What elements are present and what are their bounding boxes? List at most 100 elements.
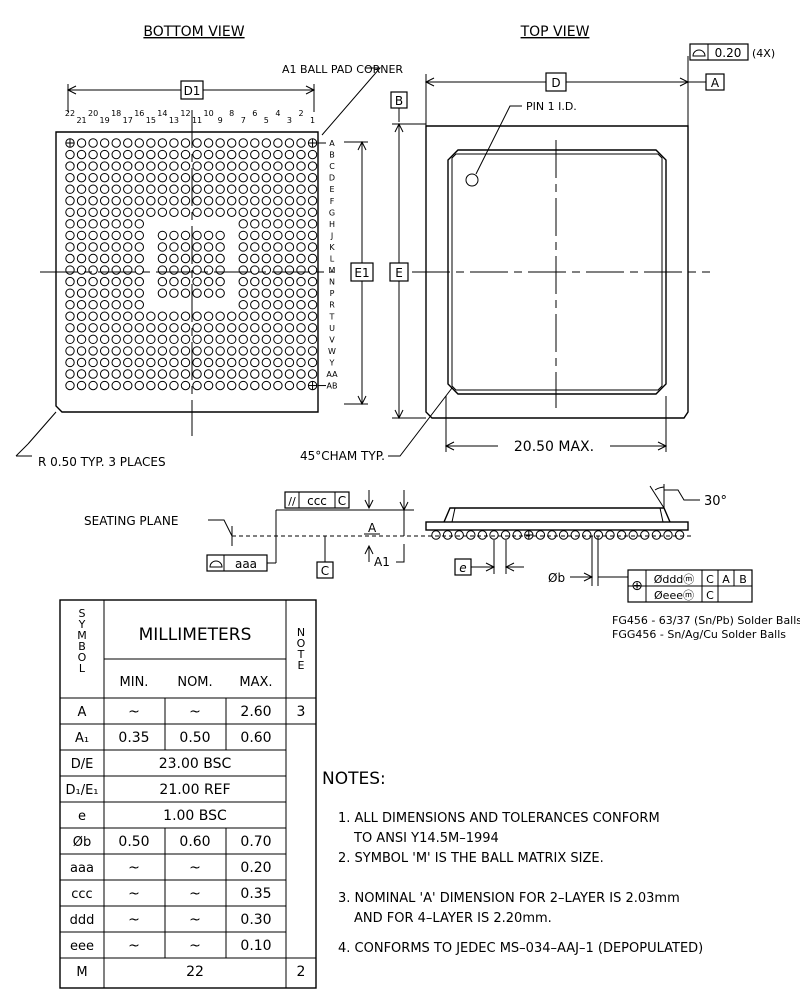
solder-ball: [273, 265, 283, 275]
solder-ball: [99, 161, 110, 171]
column-label: 13: [169, 116, 179, 125]
side-lid-inner-left: [451, 507, 456, 523]
side-solder-ball: [605, 530, 615, 540]
solder-ball: [273, 149, 283, 160]
solder-ball: [238, 311, 248, 321]
solder-ball: [65, 300, 75, 310]
solder-ball: [65, 230, 75, 241]
solder-ball: [99, 311, 110, 321]
solder-ball: [284, 253, 295, 264]
solder-ball: [261, 149, 272, 160]
solder-ball: [99, 207, 110, 218]
solder-ball: [250, 207, 260, 218]
solder-ball: [180, 149, 191, 160]
solder-ball: [111, 230, 121, 241]
solder-ball: [215, 288, 225, 298]
solder-ball: [157, 323, 168, 333]
solder-ball: [76, 149, 87, 160]
solder-ball: [134, 357, 145, 368]
side-solder-ball: [466, 530, 476, 540]
table-nom-value: 0.60: [179, 834, 210, 850]
dim-b-label: Øb: [548, 571, 565, 585]
column-label: 1: [310, 116, 315, 125]
position-datum-a: A: [722, 573, 730, 586]
solder-ball: [111, 207, 121, 218]
solder-ball: [76, 357, 87, 368]
solder-ball: [123, 184, 133, 194]
solder-ball: [88, 346, 98, 356]
solder-ball: [307, 323, 318, 333]
row-label: M: [329, 266, 336, 275]
table-nom-value: ~: [189, 886, 201, 902]
solder-ball: [307, 207, 318, 218]
parallelism-symbol: //: [288, 495, 296, 508]
solder-ball: [134, 219, 145, 229]
side-lid: [443, 507, 671, 523]
row-label: R: [329, 301, 335, 310]
solder-ball: [307, 172, 318, 183]
row-label: AA: [326, 370, 338, 379]
solder-ball: [215, 334, 225, 345]
solder-ball: [169, 346, 179, 356]
solder-ball: [65, 149, 75, 160]
solder-ball: [134, 334, 145, 345]
solder-ball: [215, 242, 225, 252]
solder-ball: [250, 334, 260, 345]
solder-ball: [203, 196, 214, 206]
side-solder-ball: [616, 530, 627, 540]
solder-ball: [296, 161, 306, 171]
solder-ball: [284, 230, 295, 241]
max-width-label-bg: [498, 436, 610, 454]
solder-ball: [146, 346, 156, 356]
solder-ball: [273, 334, 283, 345]
parallelism-ccc: ccc: [307, 494, 327, 508]
note-line: TO ANSI Y14.5M–1994: [353, 831, 499, 846]
solder-ball: [273, 380, 283, 391]
solder-ball: [99, 276, 110, 287]
solder-ball: [111, 149, 121, 160]
solder-ball: [227, 172, 237, 183]
solder-ball: [227, 334, 237, 345]
side-solder-ball: [489, 530, 499, 540]
solder-ball: [99, 300, 110, 310]
solder-ball: [238, 380, 248, 391]
solder-ball: [250, 369, 260, 379]
notes: NOTES: 1. ALL DIMENSIONS AND TOLERANCES …: [322, 769, 703, 956]
solder-ball: [111, 346, 121, 356]
solder-ball: [284, 288, 295, 298]
solder-ball: [215, 184, 225, 194]
solder-ball: [65, 196, 75, 206]
solder-ball: [123, 161, 133, 171]
solder-ball: [296, 357, 306, 368]
solder-ball: [227, 323, 237, 333]
solder-ball: [215, 276, 225, 287]
solder-ball: [88, 288, 98, 298]
solder-ball: [123, 276, 133, 287]
solder-ball: [203, 149, 214, 160]
row-label: H: [329, 220, 335, 229]
row-label: AB: [327, 382, 338, 391]
side-solder-ball: [570, 530, 580, 540]
solder-ball: [261, 334, 272, 345]
row-label: W: [328, 347, 336, 356]
column-label: 3: [287, 116, 292, 125]
solder-ball: [273, 346, 283, 356]
row-label: L: [330, 255, 335, 264]
solder-ball: [192, 265, 202, 275]
solder-note-1: FG456 - 63/37 (Sn/Pb) Solder Balls: [612, 614, 800, 627]
solder-ball: [273, 138, 283, 148]
note-header-letter: O: [297, 637, 306, 650]
solder-ball: [296, 253, 306, 264]
solder-ball: [76, 242, 87, 252]
solder-ball: [76, 346, 87, 356]
solder-ball: [123, 149, 133, 160]
symbol-header-letter: S: [79, 607, 86, 620]
solder-ball: [65, 253, 75, 264]
solder-ball: [238, 138, 248, 148]
solder-ball: [65, 334, 75, 345]
solder-ball: [180, 172, 191, 183]
solder-ball: [192, 276, 202, 287]
chamfer-note: 45°CHAM TYP.: [300, 449, 385, 463]
solder-ball: [180, 184, 191, 194]
solder-ball: [192, 172, 202, 183]
